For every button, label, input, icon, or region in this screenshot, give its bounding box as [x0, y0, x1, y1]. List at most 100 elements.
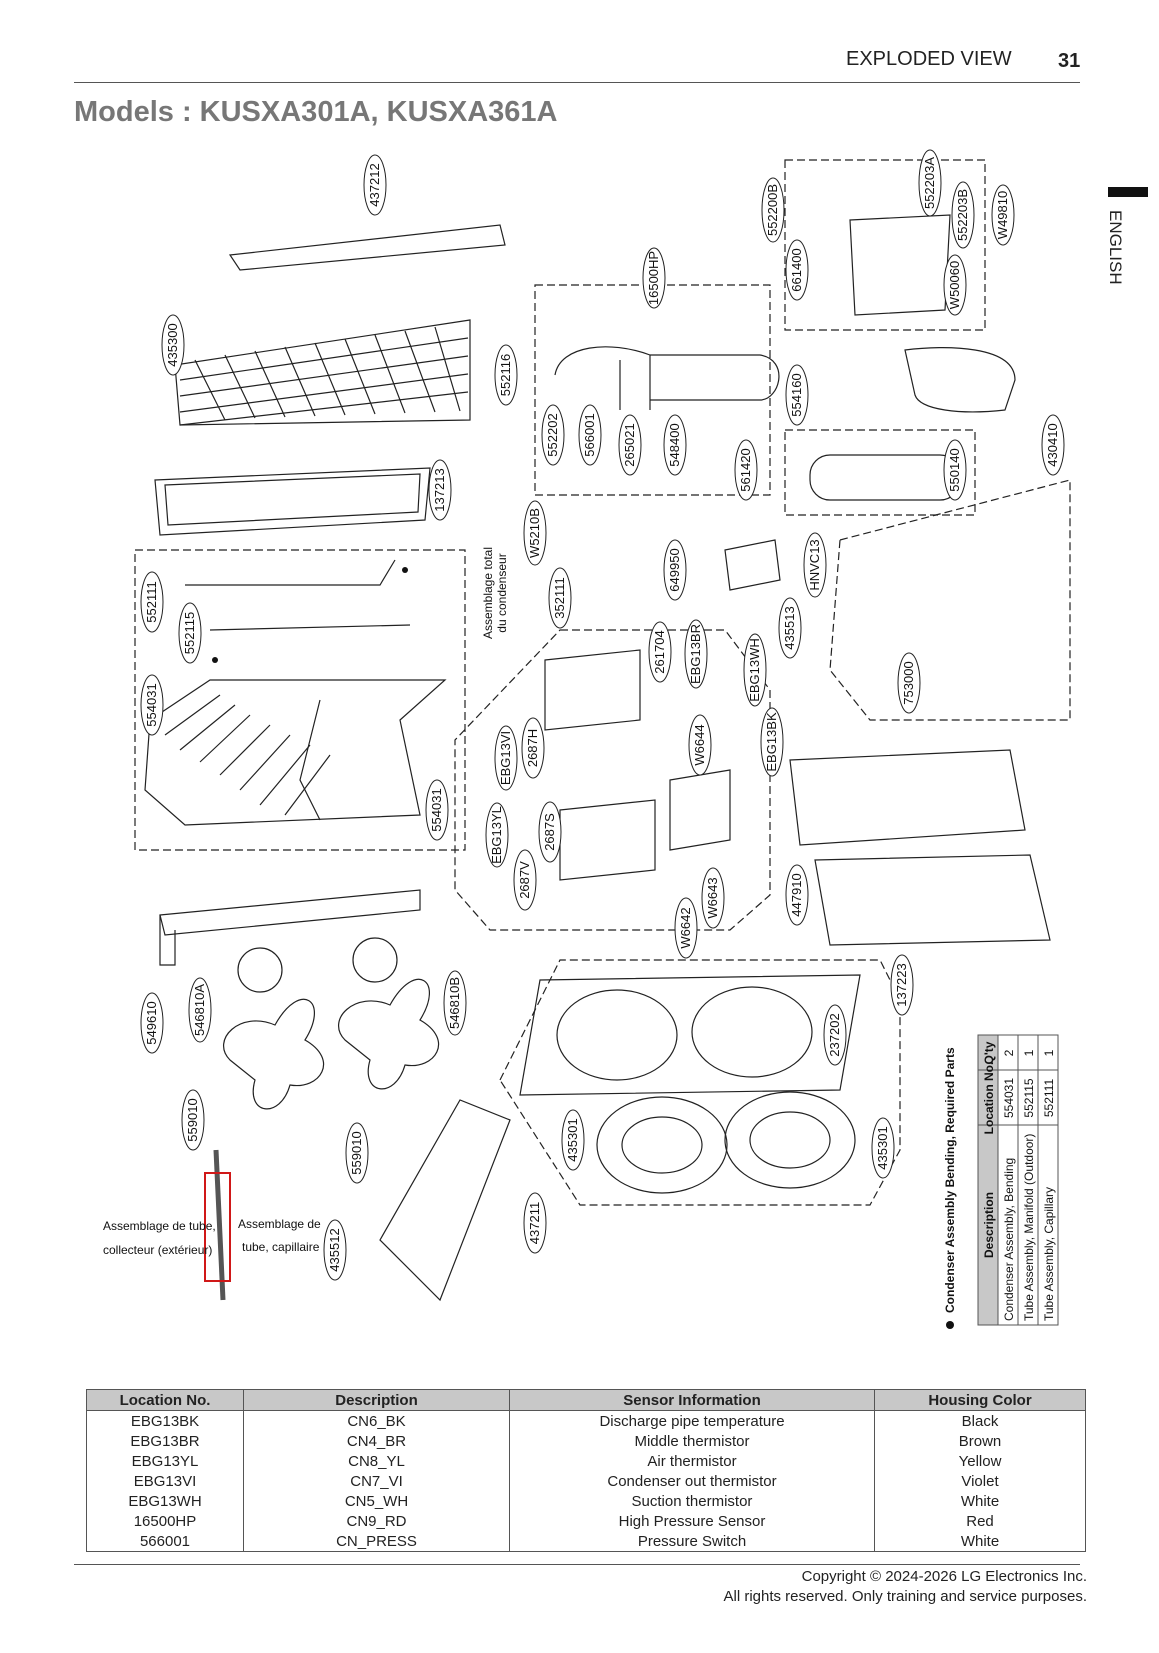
part-label: 552111: [144, 581, 159, 622]
part-label: 550140: [947, 448, 962, 491]
cell-location: EBG13WH: [86, 1491, 244, 1511]
part-label: 554031: [144, 683, 159, 726]
part-label: 552202: [545, 413, 560, 456]
part-label: 237202: [827, 1013, 842, 1056]
part-label: 548400: [667, 423, 682, 466]
part-label: 261704: [652, 630, 667, 673]
cell-description: CN6_BK: [243, 1410, 510, 1431]
col-location: Location No.: [86, 1389, 244, 1411]
part-label: 561420: [738, 448, 753, 491]
part-label: 552203A: [922, 157, 937, 209]
col-housing-color: Housing Color: [874, 1389, 1086, 1411]
part-label: EBG13BK: [764, 712, 779, 772]
cell-housing-color: Violet: [874, 1471, 1086, 1491]
rights-notice: All rights reserved. Only training and s…: [723, 1588, 1087, 1605]
part-label: W6644: [692, 724, 707, 765]
copyright: Copyright © 2024-2026 LG Electronics Inc…: [801, 1568, 1087, 1585]
annotation-condenser-total-2: du condenseur: [495, 553, 509, 632]
col-description: Description: [243, 1389, 510, 1411]
cell-sensor-info: Pressure Switch: [509, 1531, 875, 1552]
part-label: 137223: [894, 963, 909, 1006]
cell-location: EBG13BR: [86, 1431, 244, 1451]
annotation-tube-collector-2: collecteur (extérieur): [103, 1243, 212, 1257]
cell-location: EBG13VI: [86, 1471, 244, 1491]
side-tab-marker: [1108, 187, 1148, 197]
part-label: HNVC13: [807, 539, 822, 590]
cell-description: CN8_YL: [243, 1451, 510, 1471]
part-label: EBG13YL: [489, 806, 504, 864]
annotation-tube-capillary-2: tube, capillaire: [242, 1240, 320, 1254]
part-label: 552203B: [955, 189, 970, 241]
part-label: 137213: [432, 468, 447, 511]
annotation-condenser-total-1: Assemblage total: [481, 547, 495, 639]
part-label: W49810: [995, 191, 1010, 239]
cell-description: CN9_RD: [243, 1511, 510, 1531]
cell-description: CN7_VI: [243, 1471, 510, 1491]
cell-sensor-info: Discharge pipe temperature: [509, 1410, 875, 1431]
part-label: 549610: [144, 1001, 159, 1044]
cell-location: 566001: [86, 1531, 244, 1552]
part-label: EBG13BR: [688, 624, 703, 684]
req-row-3-desc: Tube Assembly, Capillary: [1042, 1187, 1056, 1321]
req-header-location: Location No.: [982, 1062, 996, 1135]
cell-housing-color: Brown: [874, 1431, 1086, 1451]
req-row-1-desc: Condenser Assembly, Bending: [1002, 1158, 1016, 1321]
cell-description: CN_PRESS: [243, 1531, 510, 1552]
part-label: 435300: [165, 323, 180, 366]
cell-sensor-info: Condenser out thermistor: [509, 1471, 875, 1491]
cell-housing-color: White: [874, 1531, 1086, 1552]
part-label: W5210B: [527, 508, 542, 558]
section-title: EXPLODED VIEW: [846, 48, 1012, 70]
part-label: 437212: [367, 163, 382, 206]
req-row-3-loc: 552111: [1042, 1079, 1056, 1118]
page-number: 31: [1058, 50, 1081, 72]
part-label: W50060: [947, 261, 962, 309]
part-label: 2687H: [525, 729, 540, 767]
part-label: 552115: [182, 612, 197, 654]
part-label: 753000: [901, 661, 916, 704]
annotation-tube-collector-1: Assemblage de tube,: [103, 1219, 216, 1233]
part-label: 352111: [552, 577, 567, 618]
cell-location: 16500HP: [86, 1511, 244, 1531]
part-label: 546810B: [447, 977, 462, 1029]
part-label: 2687S: [542, 813, 557, 851]
part-label: 435301: [875, 1126, 890, 1169]
part-label: 447910: [789, 873, 804, 916]
part-label: 559010: [349, 1131, 364, 1174]
part-label: 437211: [527, 1202, 542, 1244]
cell-sensor-info: High Pressure Sensor: [509, 1511, 875, 1531]
part-label: 566001: [582, 413, 597, 456]
part-label: 265021: [622, 423, 637, 466]
cell-housing-color: Black: [874, 1410, 1086, 1431]
part-label: 435512: [327, 1228, 342, 1271]
header-rule: [74, 82, 1080, 83]
part-label: 430410: [1045, 423, 1060, 466]
cell-location: EBG13YL: [86, 1451, 244, 1471]
req-row-1-qty: 2: [1002, 1049, 1016, 1056]
part-label: 435513: [782, 606, 797, 649]
cell-housing-color: Yellow: [874, 1451, 1086, 1471]
annotation-tube-capillary-1: Assemblage de: [238, 1217, 321, 1231]
cell-housing-color: White: [874, 1491, 1086, 1511]
cell-location: EBG13BK: [86, 1410, 244, 1431]
part-label: 546810A: [192, 984, 207, 1036]
part-label: 552200B: [765, 184, 780, 236]
req-header-qty: Q'ty: [982, 1041, 996, 1064]
models-title: Models : KUSXA301A, KUSXA361A: [74, 96, 558, 128]
req-row-2-desc: Tube Assembly, Manifold (Outdoor): [1022, 1134, 1036, 1321]
cell-sensor-info: Suction thermistor: [509, 1491, 875, 1511]
req-row-2-qty: 1: [1022, 1049, 1036, 1056]
part-label: 559010: [185, 1098, 200, 1141]
req-row-3-qty: 1: [1042, 1049, 1056, 1056]
footer-rule: [74, 1564, 1080, 1565]
req-row-1-loc: 554031: [1002, 1078, 1016, 1118]
req-row-2-loc: 552115: [1022, 1078, 1036, 1117]
